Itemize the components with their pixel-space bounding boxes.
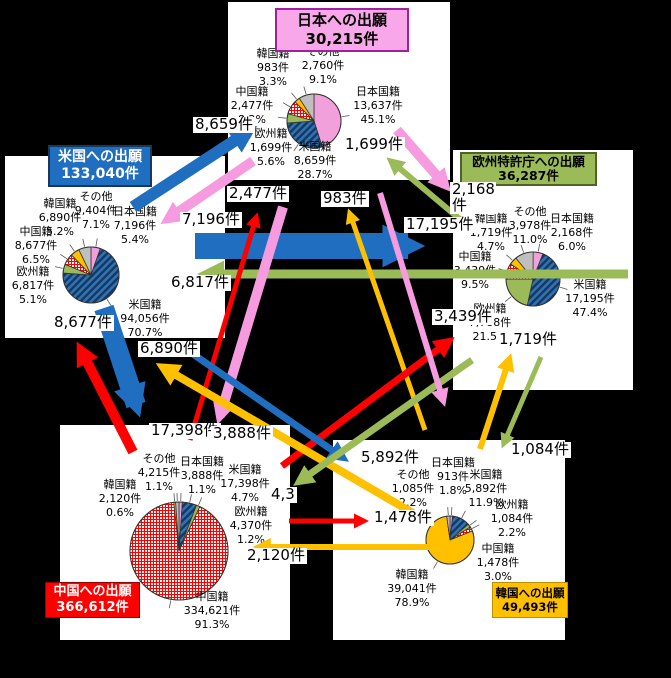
japan-header-box: 日本への出願 30,215件 — [275, 8, 409, 52]
flow-label-us-to-epo: 17,195件 — [404, 215, 476, 233]
flow-label-us-to-china: 17,398件 — [149, 421, 221, 439]
us-pie-chart — [54, 238, 120, 307]
china-header-total: 366,612件 — [56, 600, 129, 615]
japan-header-title: 日本への出願 — [296, 11, 387, 30]
epo-header-title: 欧州特許庁への出願 — [472, 153, 585, 169]
flow-label-china-to-korea: 1,478件 — [372, 508, 434, 526]
arrow-japan-to-china — [212, 205, 288, 425]
flow-label-epo-to-us: 6,817件 — [169, 273, 231, 291]
china-header-title: 中国への出願 — [53, 583, 132, 599]
korea-header-title: 韓国への出願 — [495, 585, 565, 600]
epo-header-total: 36,287件 — [498, 168, 559, 183]
flow-label-china-to-japan: 2,477件 — [227, 184, 289, 202]
epo-header-box: 欧州特許庁への出願 36,287件 — [460, 152, 597, 186]
flow-label-japan-to-epo: 2,168件 — [450, 180, 496, 214]
flow-label-korea-to-japan: 983件 — [321, 189, 369, 207]
flow-label-japan-to-us: 7,196件 — [180, 210, 242, 228]
us-header-total: 133,040件 — [61, 166, 139, 182]
flow-label-korea-to-epo: 1,719件 — [497, 330, 559, 348]
flow-label-epo-to-japan: 1,699件 — [343, 135, 405, 153]
flow-label-japan-to-china: 3,888件 — [211, 424, 273, 442]
flow-label-china-to-us: 8,677件 — [52, 313, 114, 331]
flow-label-korea-to-china: 2,120件 — [245, 546, 307, 564]
us-header-box: 米国への出願 133,040件 — [48, 145, 152, 187]
japan-pie-chart — [278, 86, 350, 152]
korea-pie-chart — [425, 507, 480, 569]
korea-header-total: 49,493件 — [502, 600, 558, 614]
arrow-korea-to-japan — [345, 208, 428, 431]
flow-label-us-to-korea: 5,892件 — [359, 448, 421, 466]
korea-header-box: 韓国への出願 49,493件 — [492, 582, 568, 618]
flow-label-epo-to-korea: 1,084件 — [509, 440, 571, 458]
flow-label-china-to-epo: 3,439件 — [432, 307, 494, 325]
flow-label-epo-to-china: 4,3 — [269, 485, 297, 503]
japan-header-total: 30,215件 — [305, 30, 379, 48]
flow-label-korea-to-us: 6,890件 — [138, 339, 200, 357]
flow-label-us-to-japan: 8,659件 — [193, 115, 255, 133]
us-header-title: 米国への出願 — [58, 148, 142, 165]
china-header-box: 中国への出願 366,612件 — [45, 582, 140, 618]
